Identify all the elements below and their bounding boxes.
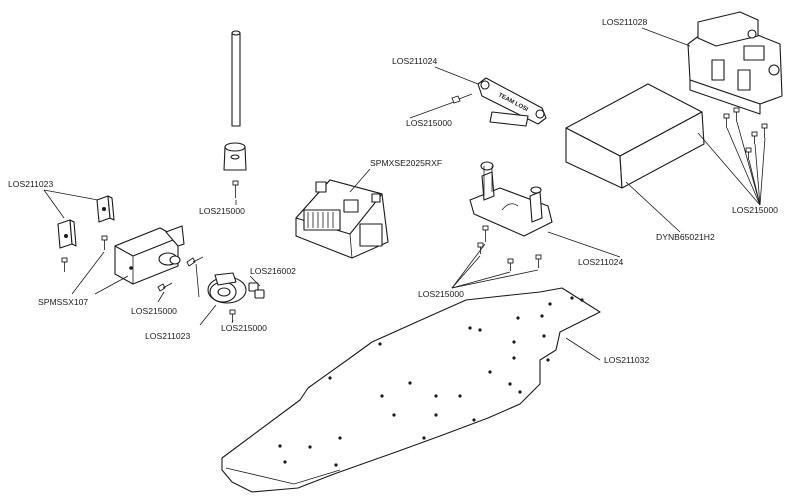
strap-screw — [451, 93, 473, 104]
servo-saver — [207, 272, 247, 304]
part-labels: LOS211023 SPMSSX107 LOS215000 LOS211023 … — [8, 17, 778, 365]
label-chassis: LOS211032 — [604, 355, 649, 365]
label-rear-bulkhead: LOS211028 — [602, 17, 647, 27]
rear-bulkhead — [687, 11, 783, 115]
set-screws — [229, 282, 265, 322]
label-battery-strap: LOS211024 — [392, 56, 437, 66]
label-screw-battery-strap: LOS215000 — [406, 118, 452, 128]
mount-screws — [477, 225, 542, 271]
label-servo: SPMSSX107 — [38, 297, 88, 307]
leader-lines — [43, 27, 766, 361]
bulkhead-screws — [694, 107, 768, 160]
antenna-tube — [223, 30, 247, 171]
antenna-screw — [232, 180, 239, 198]
bracket-screws — [61, 235, 108, 272]
label-screw-battery-mount: LOS215000 — [418, 289, 464, 299]
chassis-plate — [221, 287, 601, 493]
servo-bracket-right — [96, 195, 115, 223]
label-battery-mount: LOS211024 — [578, 257, 623, 267]
label-set-screw: LOS216002 — [250, 266, 296, 276]
servo-screws — [157, 256, 204, 292]
label-screw-servo-mount: LOS215000 — [131, 306, 177, 316]
label-screw-bulkhead: LOS215000 — [732, 205, 778, 215]
esc — [295, 179, 389, 259]
label-servo-saver-brackets: LOS211023 — [8, 179, 53, 189]
label-screw-antenna: LOS215000 — [199, 206, 245, 216]
label-servo-saver: LOS211023 — [145, 331, 190, 341]
battery-mount — [469, 161, 553, 237]
label-battery: DYNB65021H2 — [656, 232, 715, 242]
battery-strap: TEAM LOSI — [477, 77, 547, 127]
label-screw-servo-saver: LOS215000 — [221, 323, 267, 333]
servo-bracket-left — [57, 219, 77, 249]
label-esc: SPMXSE2025RXF — [370, 158, 442, 168]
servo — [114, 225, 185, 285]
battery — [565, 83, 705, 189]
chassis-holes — [278, 296, 584, 467]
